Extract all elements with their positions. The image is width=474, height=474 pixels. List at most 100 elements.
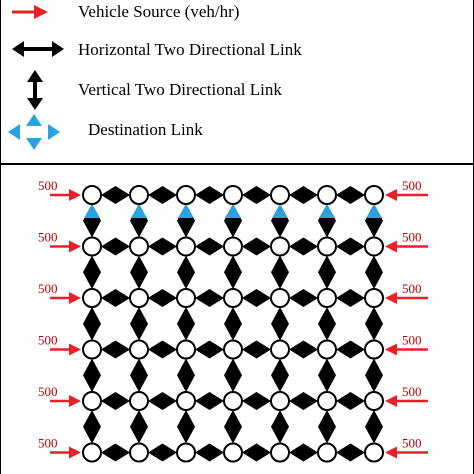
- horizontal-link: [195, 443, 224, 462]
- horizontal-link: [195, 392, 224, 410]
- intersection-node: [129, 236, 149, 257]
- vertical-link: [224, 358, 242, 392]
- vertical-link: [130, 410, 148, 444]
- source-label-left: 500: [38, 230, 58, 245]
- horizontal-link: [336, 186, 365, 204]
- source-label-right: 500: [402, 230, 422, 245]
- horizontal-link: [336, 237, 365, 256]
- source-arrowhead-right: [385, 446, 397, 459]
- blue-four-way-arrow-icon: [8, 114, 60, 150]
- intersection-node: [223, 236, 243, 257]
- vertical-link: [83, 307, 101, 341]
- vertical-link: [130, 307, 148, 341]
- source-label-left: 500: [38, 333, 58, 348]
- legend-label-destination-link: Destination Link: [88, 120, 203, 139]
- horizontal-link: [289, 237, 318, 256]
- vertical-link: [177, 307, 195, 341]
- horizontal-link: [148, 443, 177, 462]
- horizontal-link: [101, 392, 130, 410]
- source-arrowhead-left: [69, 240, 81, 253]
- red-arrow-icon: [12, 5, 48, 19]
- legend-item-horizontal-link: Horizontal Two Directional Link: [0, 34, 474, 64]
- horizontal-link: [101, 443, 130, 462]
- horizontal-link: [289, 186, 318, 204]
- source-arrowhead-left: [69, 189, 81, 201]
- source-label-left: 500: [38, 281, 58, 296]
- vertical-link: [83, 255, 101, 289]
- source-arrowhead-right: [385, 189, 397, 201]
- horizontal-link: [242, 237, 271, 256]
- horizontal-link: [148, 289, 177, 307]
- vertical-link: [365, 307, 383, 341]
- horizontal-link: [242, 289, 271, 307]
- intersection-node: [364, 391, 384, 411]
- intersection-node: [223, 442, 243, 463]
- source-label-left: 500: [38, 384, 58, 399]
- intersection-node: [364, 442, 384, 463]
- horizontal-link: [195, 340, 224, 359]
- vertical-link: [130, 358, 148, 392]
- vertical-link: [177, 410, 195, 444]
- legend-left-border: [0, 0, 1, 165]
- horizontal-link: [242, 186, 271, 204]
- intersection-node: [129, 288, 149, 308]
- vertical-link: [271, 410, 289, 444]
- source-arrowhead-left: [69, 343, 81, 356]
- vertical-link: [318, 307, 336, 341]
- intersection-node: [317, 288, 337, 308]
- intersection-node: [129, 339, 149, 360]
- horizontal-link: [148, 340, 177, 359]
- horizontal-link: [336, 392, 365, 410]
- horizontal-link: [101, 186, 130, 204]
- intersection-node: [317, 391, 337, 411]
- intersection-node: [270, 288, 290, 308]
- source-label-left: 500: [38, 178, 58, 193]
- section-divider: [0, 163, 474, 165]
- vertical-link: [224, 307, 242, 341]
- legend: Vehicle Source (veh/hr) Horizontal Two D…: [0, 0, 474, 165]
- horizontal-link: [195, 237, 224, 256]
- legend-item-vehicle-source: Vehicle Source (veh/hr): [0, 0, 474, 30]
- legend-item-destination-link: Destination Link: [0, 112, 474, 152]
- intersection-node: [364, 339, 384, 360]
- horizontal-link: [289, 289, 318, 307]
- intersection-node: [176, 391, 196, 411]
- intersection-node: [364, 236, 384, 257]
- intersection-node: [176, 185, 196, 205]
- intersection-node: [270, 442, 290, 463]
- intersection-node: [129, 185, 149, 205]
- vertical-link: [365, 255, 383, 289]
- horizontal-link: [242, 443, 271, 462]
- horizontal-link: [336, 340, 365, 359]
- destination-link: [84, 204, 100, 218]
- vertical-link: [177, 255, 195, 289]
- legend-item-vertical-link: Vertical Two Directional Link: [0, 70, 474, 110]
- vertical-link: [177, 358, 195, 392]
- source-label-right: 500: [402, 178, 422, 193]
- source-arrowhead-right: [385, 343, 397, 356]
- intersection-node: [270, 391, 290, 411]
- intersection-node: [317, 185, 337, 205]
- intersection-node: [82, 236, 102, 257]
- legend-label-vertical-link: Vertical Two Directional Link: [78, 80, 282, 99]
- source-label-right: 500: [402, 281, 422, 296]
- legend-label-horizontal-link: Horizontal Two Directional Link: [78, 40, 302, 59]
- vertical-link: [130, 255, 148, 289]
- vertical-link: [271, 307, 289, 341]
- destination-link: [366, 204, 382, 218]
- horizontal-link: [101, 340, 130, 359]
- horizontal-link: [101, 237, 130, 256]
- intersection-node: [176, 339, 196, 360]
- source-label-right: 500: [402, 384, 422, 399]
- intersection-node: [176, 288, 196, 308]
- source-arrowhead-left: [69, 446, 81, 459]
- horizontal-link: [101, 289, 130, 307]
- vertical-link: [224, 255, 242, 289]
- horizontal-link: [289, 340, 318, 359]
- legend-label-vehicle-source: Vehicle Source (veh/hr): [78, 2, 240, 21]
- intersection-node: [270, 236, 290, 257]
- horizontal-link: [336, 443, 365, 462]
- intersection-node: [223, 288, 243, 308]
- intersection-node: [223, 391, 243, 411]
- destination-link: [272, 204, 288, 218]
